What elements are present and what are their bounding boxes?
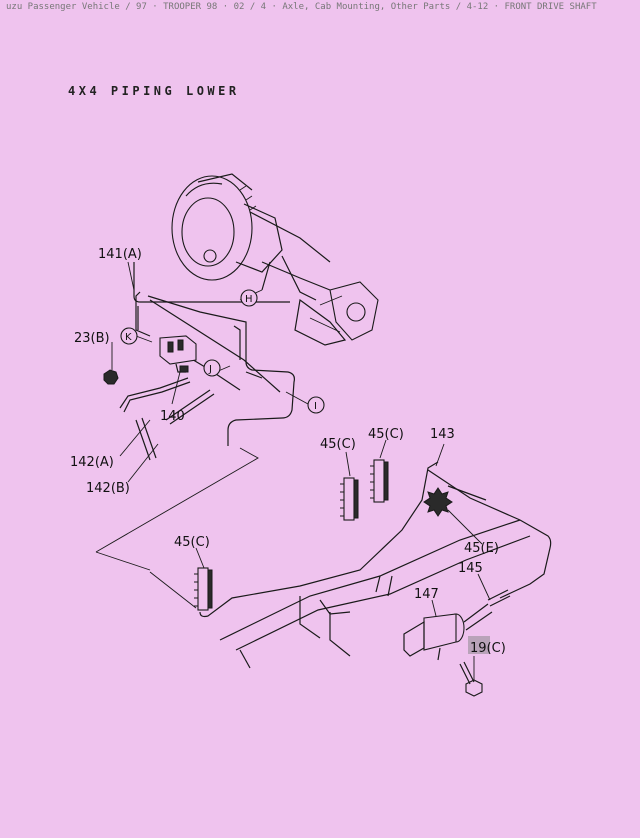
callout-19c: 19(C) bbox=[470, 641, 506, 656]
callout-142a: 142(A) bbox=[70, 455, 114, 470]
clip-45e bbox=[423, 487, 453, 517]
callout-143: 143 bbox=[430, 427, 455, 442]
bolt-19c bbox=[459, 661, 483, 697]
leader-lines bbox=[111, 261, 491, 680]
circle-marker-i: I bbox=[307, 396, 325, 414]
callout-45e: 45(E) bbox=[464, 541, 499, 556]
area-outline bbox=[95, 447, 259, 609]
frame-rail bbox=[219, 519, 531, 669]
header-text: uzu Passenger Vehicle / 97 · TROOPER 98 … bbox=[6, 2, 597, 12]
circle-marker-h: H bbox=[240, 289, 258, 307]
three-way-connector bbox=[159, 335, 197, 373]
callout-23b: 23(B) bbox=[74, 331, 110, 346]
highlight-19c bbox=[468, 636, 490, 654]
nut-23b bbox=[103, 369, 119, 385]
callout-140: 140 bbox=[160, 409, 185, 424]
clip-45c-lower bbox=[194, 567, 213, 611]
callout-45c-b: 45(C) bbox=[368, 427, 404, 442]
callout-45c-c: 45(C) bbox=[174, 535, 210, 550]
differential-housing bbox=[171, 173, 379, 346]
switch-assembly bbox=[403, 589, 511, 661]
circle-marker-i-label: I bbox=[314, 401, 317, 412]
callout-45c-a: 45(C) bbox=[320, 437, 356, 452]
circle-marker-k-label: K bbox=[125, 332, 132, 343]
callout-142b: 142(B) bbox=[86, 481, 130, 496]
circle-marker-j-label: J bbox=[208, 364, 212, 375]
circle-marker-k: K bbox=[120, 327, 138, 345]
callout-145: 145 bbox=[458, 561, 483, 576]
callout-147: 147 bbox=[414, 587, 439, 602]
circle-marker-j: J bbox=[203, 359, 221, 377]
clip-45c-upper-right bbox=[370, 459, 389, 503]
callout-141a: 141(A) bbox=[98, 247, 142, 262]
clip-45c-upper-left bbox=[340, 477, 359, 521]
circle-marker-h-label: H bbox=[245, 294, 253, 305]
diagram-title: 4X4 PIPING LOWER bbox=[68, 84, 240, 98]
